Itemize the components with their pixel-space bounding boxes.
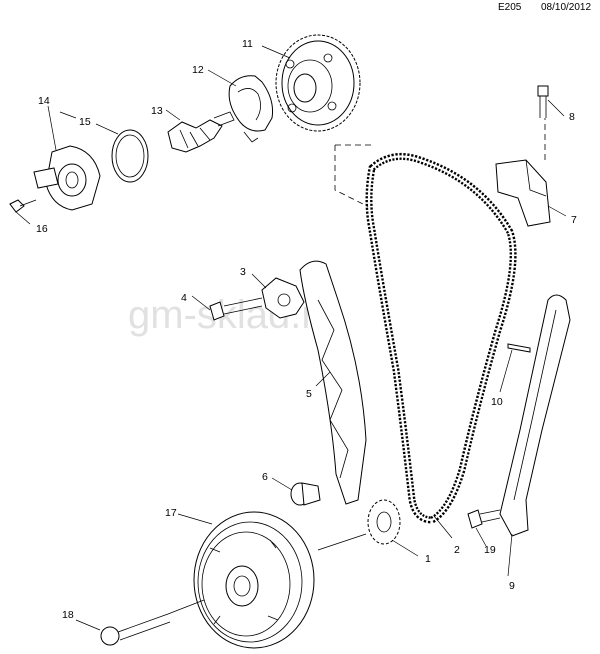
vacuum-pump-housing bbox=[33, 145, 101, 211]
fixed-chain-guide bbox=[499, 294, 571, 537]
bolt-16 bbox=[9, 199, 37, 213]
seal-ring bbox=[111, 129, 149, 183]
callout-13: 13 bbox=[151, 105, 163, 117]
timing-chain bbox=[365, 152, 517, 524]
callout-17: 17 bbox=[165, 507, 177, 519]
tensioner-rail bbox=[299, 260, 367, 505]
callout-2: 2 bbox=[454, 544, 460, 556]
guide-bushing bbox=[290, 482, 321, 506]
guide-pin bbox=[507, 343, 531, 353]
camshaft-sprocket bbox=[275, 34, 361, 132]
chain-tensioner bbox=[261, 277, 305, 319]
callout-7: 7 bbox=[571, 214, 577, 226]
callout-18: 18 bbox=[62, 609, 74, 621]
callout-6: 6 bbox=[262, 471, 268, 483]
callout-12: 12 bbox=[192, 64, 204, 76]
callout-15: 15 bbox=[79, 116, 91, 128]
bolt-19 bbox=[467, 509, 501, 529]
callout-1: 1 bbox=[425, 553, 431, 565]
callout-14: 14 bbox=[38, 95, 50, 107]
callout-10: 10 bbox=[491, 396, 503, 408]
callout-8: 8 bbox=[569, 111, 575, 123]
sensor-wheel bbox=[228, 75, 273, 143]
bolt-18 bbox=[100, 613, 171, 646]
callout-labels: 1 2 3 4 5 6 7 8 9 10 11 12 13 14 15 16 1… bbox=[36, 38, 577, 621]
crankshaft-pulley bbox=[193, 511, 315, 649]
upper-chain-guide bbox=[495, 159, 551, 227]
callout-4: 4 bbox=[181, 292, 187, 304]
callout-9: 9 bbox=[509, 580, 515, 592]
callout-11: 11 bbox=[242, 38, 253, 50]
leader-lines bbox=[15, 45, 567, 631]
diagram-date: 08/10/2012 bbox=[541, 2, 592, 13]
callout-16: 16 bbox=[36, 223, 48, 235]
callout-3: 3 bbox=[240, 266, 246, 278]
callout-5: 5 bbox=[306, 388, 312, 400]
bolt-8 bbox=[537, 85, 549, 118]
callout-19: 19 bbox=[484, 544, 496, 556]
oil-control-valve bbox=[167, 111, 235, 153]
bolt-4 bbox=[209, 297, 263, 321]
crankshaft-sprocket bbox=[367, 499, 401, 545]
diagram-code: E205 bbox=[498, 2, 522, 13]
